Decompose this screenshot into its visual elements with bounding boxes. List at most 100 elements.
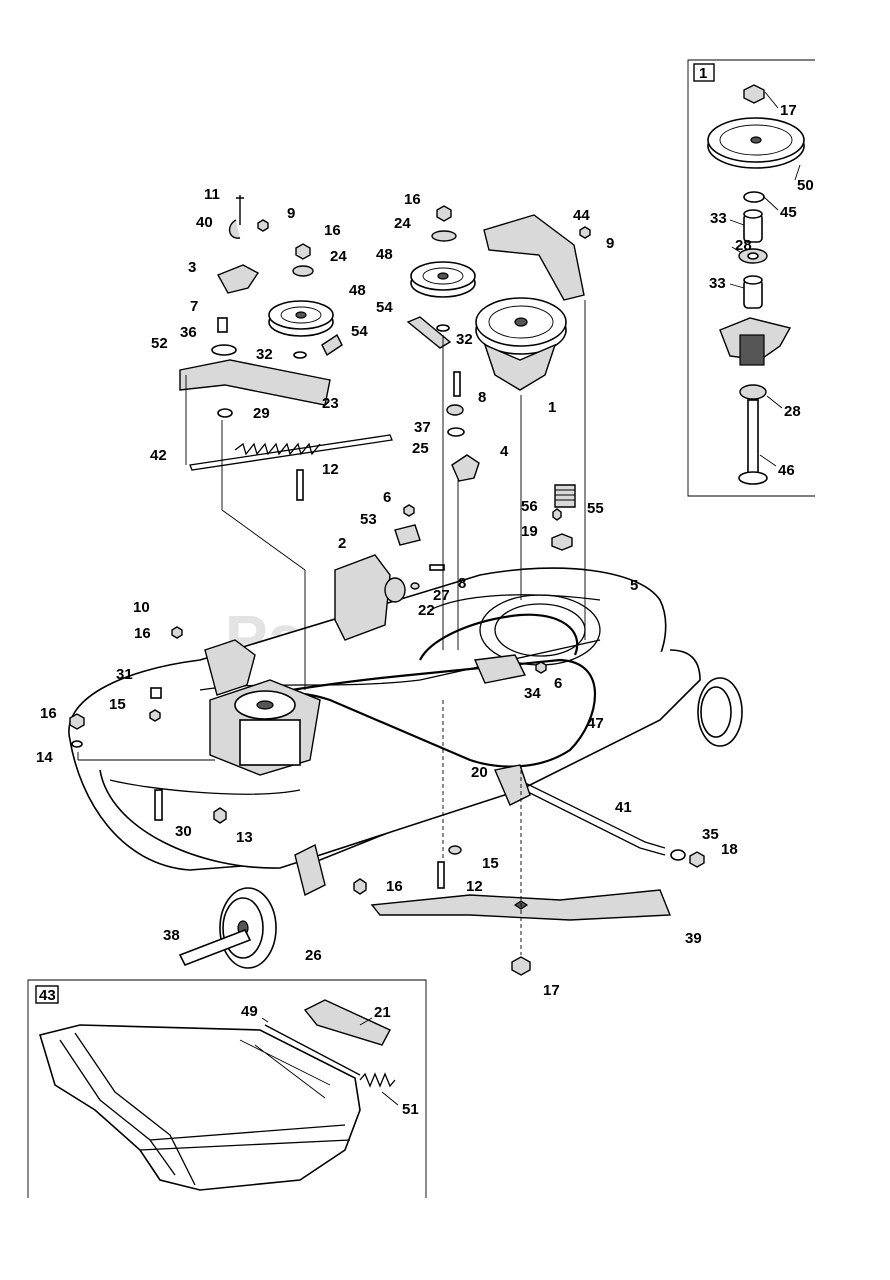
drive-belt-47 bbox=[239, 613, 596, 768]
nut-15-left bbox=[149, 709, 161, 722]
washer-36 bbox=[211, 344, 237, 356]
callout-c19: 19 bbox=[521, 523, 538, 540]
callout-c7: 7 bbox=[190, 298, 198, 315]
nut-18 bbox=[689, 851, 705, 868]
callout-c25: 25 bbox=[412, 440, 429, 457]
callout-c49: 49 bbox=[241, 1003, 258, 1020]
callout-c16a: 16 bbox=[404, 191, 421, 208]
left-spindle-assembly bbox=[209, 679, 321, 776]
spring-51 bbox=[359, 1072, 396, 1088]
bushing-24-center bbox=[431, 230, 457, 242]
callout-c33b: 33 bbox=[709, 275, 726, 292]
rod-41 bbox=[499, 771, 666, 856]
callout-c47: 47 bbox=[587, 715, 604, 732]
callout-c8a: 8 bbox=[478, 389, 486, 406]
callout-c41: 41 bbox=[615, 799, 632, 816]
wheel-26 bbox=[219, 887, 277, 969]
callout-c35: 35 bbox=[702, 826, 719, 843]
nut-16-bracket bbox=[171, 626, 183, 639]
nut-15-lower bbox=[448, 845, 462, 855]
callout-c6a: 6 bbox=[383, 489, 391, 506]
callout-c27: 27 bbox=[433, 587, 450, 604]
washer-32-left bbox=[293, 351, 307, 359]
bolt-38 bbox=[178, 928, 252, 967]
nut-16-left bbox=[295, 243, 311, 260]
hanger-front bbox=[294, 843, 326, 897]
rod-49 bbox=[264, 1024, 361, 1076]
washer-14 bbox=[71, 740, 83, 748]
callout-c34: 34 bbox=[524, 685, 541, 702]
callout-c26: 26 bbox=[305, 947, 322, 964]
callout-c16b: 16 bbox=[324, 222, 341, 239]
idler-arm-52 bbox=[179, 359, 331, 406]
bracket-53 bbox=[394, 524, 421, 546]
bolt-30 bbox=[154, 789, 163, 821]
bracket-44 bbox=[483, 214, 585, 301]
callout-c32b: 32 bbox=[456, 331, 473, 348]
callout-c6b: 6 bbox=[554, 675, 562, 692]
callout-c9a: 9 bbox=[287, 205, 295, 222]
bracket-4 bbox=[451, 454, 480, 482]
callout-c13: 13 bbox=[236, 829, 253, 846]
bolt-8-lower bbox=[429, 564, 445, 571]
pin-11 bbox=[236, 195, 244, 225]
plate-34 bbox=[473, 654, 527, 684]
bracket-54-center bbox=[406, 316, 452, 349]
inset-43-label: 43 bbox=[39, 987, 56, 1004]
callout-c37: 37 bbox=[414, 419, 431, 436]
screw-13 bbox=[213, 807, 227, 824]
callout-c11: 11 bbox=[204, 186, 220, 203]
callout-c12a: 12 bbox=[322, 461, 339, 478]
callout-c48b: 48 bbox=[349, 282, 366, 299]
washer-32-center bbox=[436, 324, 450, 332]
spindle-shaft-46 bbox=[747, 399, 759, 476]
washer-29 bbox=[217, 408, 233, 418]
callout-c46: 46 bbox=[778, 462, 795, 479]
bracket-3 bbox=[217, 264, 260, 294]
ring-25 bbox=[447, 427, 465, 437]
callout-c20: 20 bbox=[471, 764, 488, 781]
bracket-10 bbox=[204, 639, 256, 696]
callout-c22: 22 bbox=[418, 602, 435, 619]
callout-c16d: 16 bbox=[40, 705, 57, 722]
callout-c5: 5 bbox=[630, 577, 638, 594]
callout-labels: 1234566788991011121213141515161616161617… bbox=[36, 102, 814, 1118]
callout-c24a: 24 bbox=[394, 215, 411, 232]
callout-c56: 56 bbox=[521, 498, 538, 515]
spring-55 bbox=[554, 484, 576, 508]
idler-pulley-48-left bbox=[268, 300, 334, 337]
nut-16-center bbox=[436, 205, 452, 222]
bolt-8-upper bbox=[453, 371, 461, 397]
callout-c36: 36 bbox=[180, 324, 197, 341]
inset-1-label: 1 bbox=[699, 65, 707, 82]
callout-c32a: 32 bbox=[256, 346, 273, 363]
nut-17-bottom bbox=[511, 956, 531, 976]
callout-c14: 14 bbox=[36, 749, 53, 766]
callout-c23: 23 bbox=[322, 395, 339, 412]
washer-45 bbox=[743, 191, 765, 203]
discharge-chute-43 bbox=[38, 1024, 361, 1191]
callout-c30: 30 bbox=[175, 823, 192, 840]
nut-16-left-edge bbox=[69, 713, 85, 730]
inset-box-1: 1 bbox=[687, 59, 815, 497]
callout-c33a: 33 bbox=[710, 210, 727, 227]
callout-c38: 38 bbox=[163, 927, 180, 944]
screw-9-right bbox=[579, 226, 591, 239]
callout-c18: 18 bbox=[721, 841, 738, 858]
callout-c39: 39 bbox=[685, 930, 702, 947]
callout-c4: 4 bbox=[500, 443, 509, 460]
callout-c54a: 54 bbox=[376, 299, 393, 316]
callout-c15b: 15 bbox=[482, 855, 499, 872]
callout-c51: 51 bbox=[402, 1101, 419, 1118]
screw-6-upper bbox=[403, 504, 415, 517]
clip-40 bbox=[229, 219, 241, 239]
washer-27 bbox=[410, 582, 420, 590]
callout-c53: 53 bbox=[360, 511, 377, 528]
wheel-right bbox=[697, 677, 743, 747]
nut-16-lower bbox=[353, 878, 367, 895]
callout-c29: 29 bbox=[253, 405, 270, 422]
callout-c44: 44 bbox=[573, 207, 590, 224]
nut-17-inset bbox=[743, 84, 765, 104]
callout-c3: 3 bbox=[188, 259, 196, 276]
mower-deck-5 bbox=[68, 567, 701, 871]
